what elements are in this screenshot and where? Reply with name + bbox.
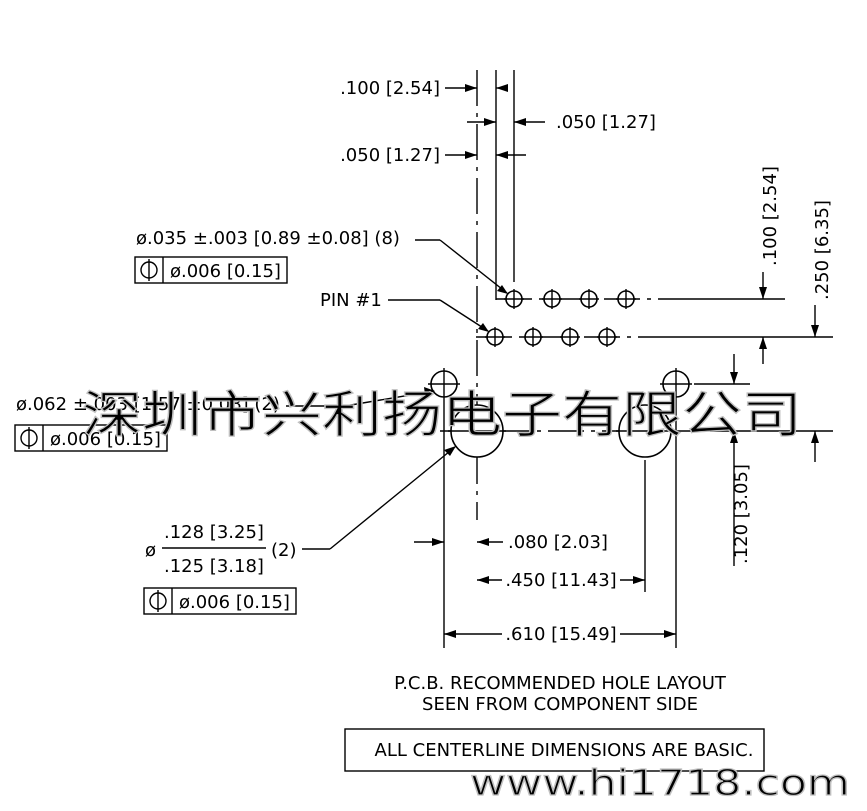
fcf-box-small-holes [134, 256, 288, 284]
dim-pitch-h-outer: .100 [2.54] [340, 78, 508, 99]
dim-pitch-h-half-right-label: .050 [1.27] [556, 112, 656, 133]
callout-big-holes-lower: .125 [3.18] [164, 556, 264, 577]
basic-note-box [344, 728, 765, 772]
dim-span-610: .610 [15.49] [444, 624, 676, 645]
dim-pitch-v-total-label: .250 [6.35] [812, 200, 833, 300]
small-holes-row-2 [485, 327, 617, 347]
dim-pitch-v-lower-label: .120 [3.05] [731, 464, 752, 564]
caption-line-1: P.C.B. RECOMMENDED HOLE LAYOUT [394, 673, 727, 694]
caption-line-2: SEEN FROM COMPONENT SIDE [422, 694, 698, 715]
callout-small-holes: ø.035 ±.003 [0.89 ±0.08] (8) ø.006 [0.15… [134, 228, 508, 294]
fcf-box-big-holes [143, 587, 297, 615]
callout-big-holes: ø .128 [3.25] .125 [3.18] (2) ø.006 [0.1… [143, 446, 456, 615]
callout-big-holes-count: (2) [271, 540, 297, 561]
fcf-box-mid-holes [14, 424, 168, 452]
callout-mid-holes-label: ø.062 ±.003 [1.57 ±0.08] (2) [16, 394, 280, 415]
dim-offset-080: .080 [2.03] [414, 532, 608, 553]
fcf-small-holes-label: ø.006 [0.15] [170, 261, 281, 282]
dim-span-450: .450 [11.43] [477, 570, 645, 591]
dim-pitch-h-outer-label: .100 [2.54] [340, 78, 440, 99]
small-holes-row-1 [504, 289, 636, 309]
fcf-big-holes-label: ø.006 [0.15] [179, 592, 290, 613]
watermark-site: www.hi1718.com [470, 763, 850, 804]
dim-pitch-v-row: .100 [2.54] [759, 166, 781, 364]
dim-span-610-label: .610 [15.49] [505, 624, 616, 645]
dim-span-450-label: .450 [11.43] [505, 570, 616, 591]
big-holes [448, 404, 674, 592]
callout-mid-holes: ø.062 ±.003 [1.57 ±0.08] (2) ø.006 [0.15… [14, 387, 435, 452]
watermark-company: 深圳市兴利扬电子有限公司 [82, 386, 802, 444]
dim-pitch-h-half-left: .050 [1.27] [340, 145, 526, 166]
dim-pitch-v-row-label: .100 [2.54] [760, 166, 781, 266]
dim-pitch-v-total: .250 [6.35] [811, 200, 833, 462]
dim-pitch-h-half-left-label: .050 [1.27] [340, 145, 440, 166]
callout-small-holes-label: ø.035 ±.003 [0.89 ±0.08] (8) [136, 228, 400, 249]
fcf-mid-holes-label: ø.006 [0.15] [50, 429, 161, 450]
mid-holes [428, 368, 692, 400]
basic-note-text: ALL CENTERLINE DIMENSIONS ARE BASIC. [375, 740, 754, 761]
callout-big-holes-prefix: ø [145, 540, 156, 561]
dim-pitch-v-lower: .120 [3.05] [730, 354, 752, 566]
dim-offset-080-label: .080 [2.03] [508, 532, 608, 553]
callout-pin1: PIN #1 [320, 290, 489, 332]
callout-pin1-label: PIN #1 [320, 290, 382, 311]
callout-big-holes-upper: .128 [3.25] [164, 522, 264, 543]
dim-pitch-h-half-right: .050 [1.27] [467, 112, 656, 133]
